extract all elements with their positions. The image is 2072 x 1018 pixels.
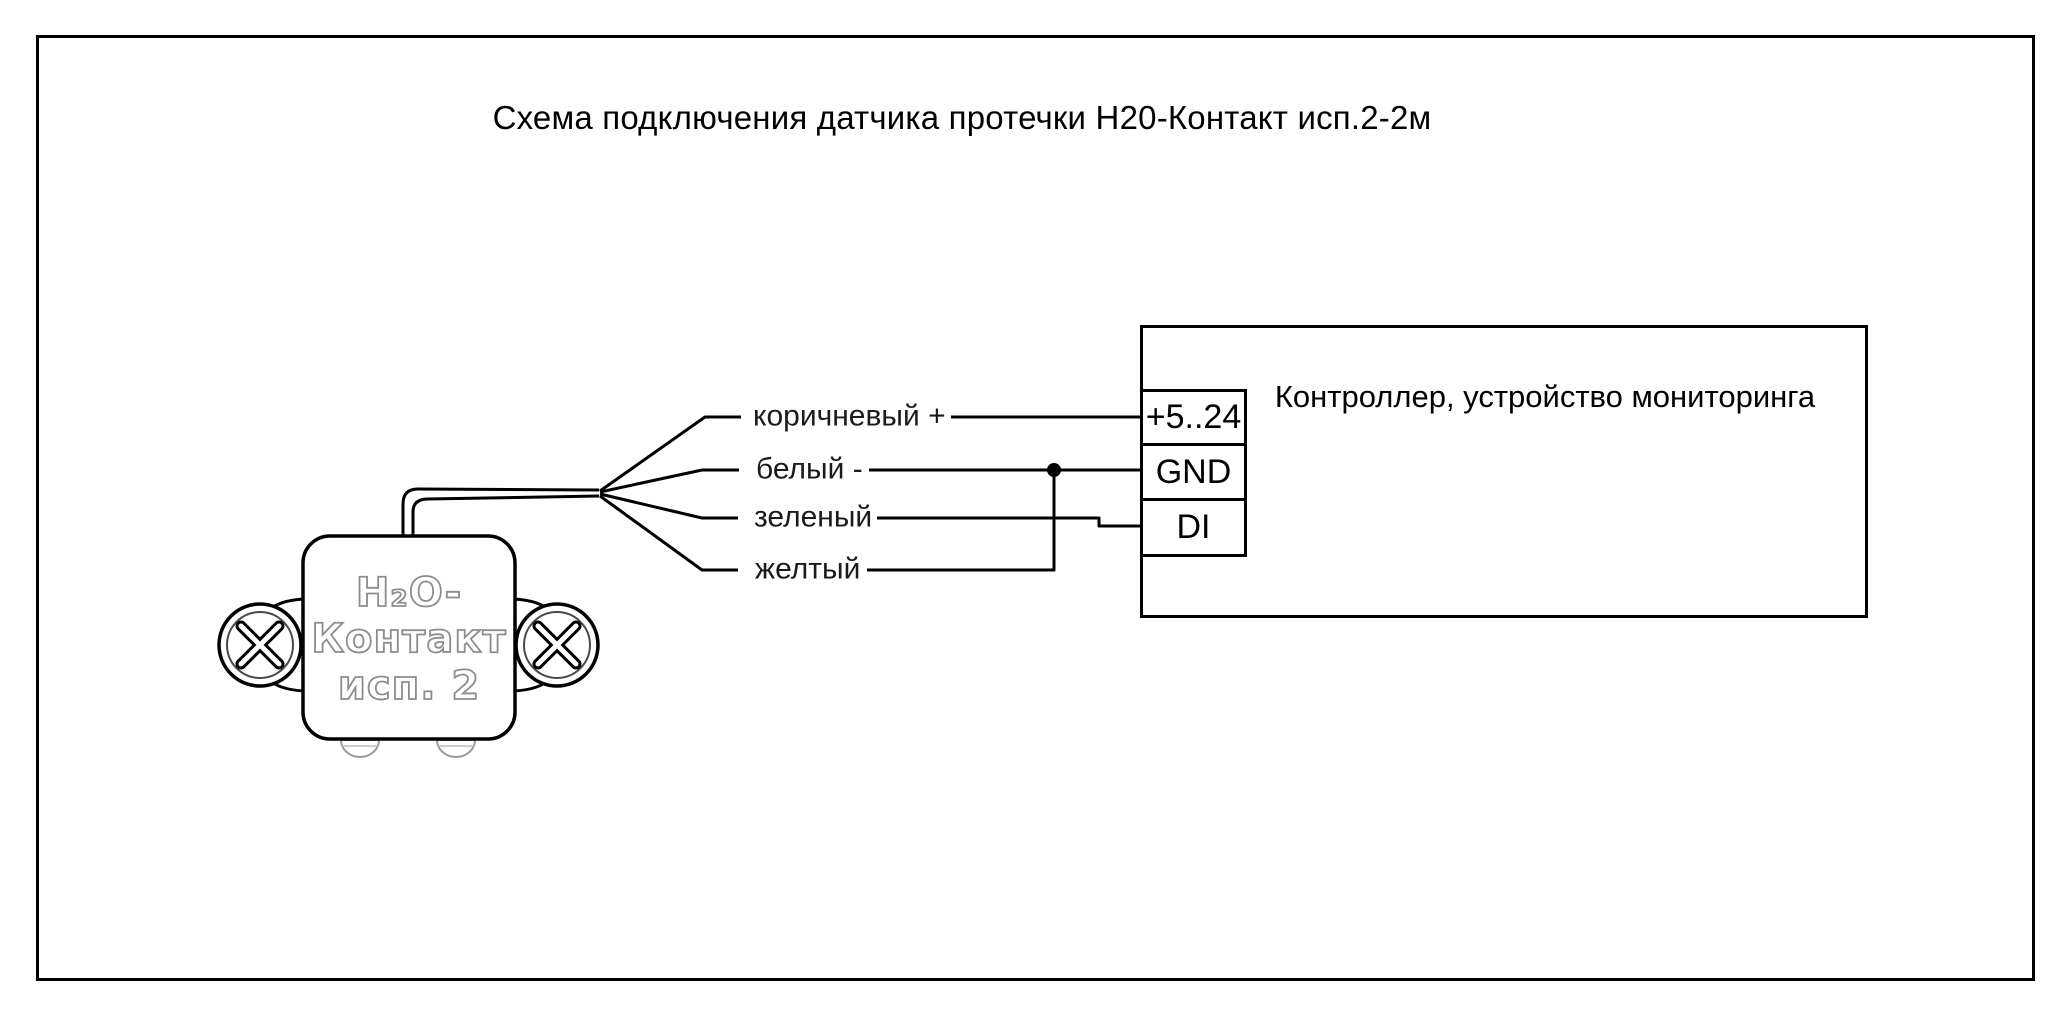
sensor-label: H₂O- Контакт исп. 2 (310, 569, 506, 710)
sensor-label-line3: исп. 2 (338, 663, 480, 709)
junction-dot (1047, 463, 1061, 477)
screw-right-inner (523, 611, 591, 679)
wire-green-fan (599, 492, 738, 520)
sensor-label-line2: Контакт (311, 616, 506, 662)
wire-green-run (877, 516, 1143, 528)
wire-runs (867, 415, 1143, 572)
diagram-title: Схема подключения датчика протечки Н20-К… (492, 99, 1432, 136)
wire-yellow-run (867, 470, 1056, 572)
wire-yellow-fan (599, 494, 738, 572)
sensor-cable (401, 487, 600, 536)
controller-title: Контроллер, устройство мониторинга (1274, 379, 1816, 414)
sensor-label-line1: H₂O- (356, 570, 462, 616)
wire-brown-fan (599, 415, 741, 493)
wire-label-yellow: желтый (755, 552, 861, 586)
wire-label-green: зеленый (754, 500, 873, 534)
sensor-body (301, 534, 517, 741)
sensor-right-ear (513, 597, 600, 693)
screw-left-cross-icon (235, 620, 285, 670)
sensor-feet (339, 739, 477, 758)
wire-label-white: белый - (756, 452, 863, 486)
controller-box (1140, 325, 1868, 618)
sensor-left-ear (217, 597, 305, 693)
terminal-di: DI (1140, 498, 1247, 557)
terminal-gnd: GND (1140, 443, 1247, 501)
wire-label-brown: коричневый + (753, 399, 946, 433)
terminal-power: +5..24 (1140, 389, 1247, 446)
wire-fan (599, 415, 741, 572)
wire-white-fan (599, 468, 739, 494)
screw-right-cross-icon (532, 620, 582, 670)
screw-left-inner (226, 611, 294, 679)
sensor-device: H₂O- Контакт исп. 2 (217, 487, 600, 758)
